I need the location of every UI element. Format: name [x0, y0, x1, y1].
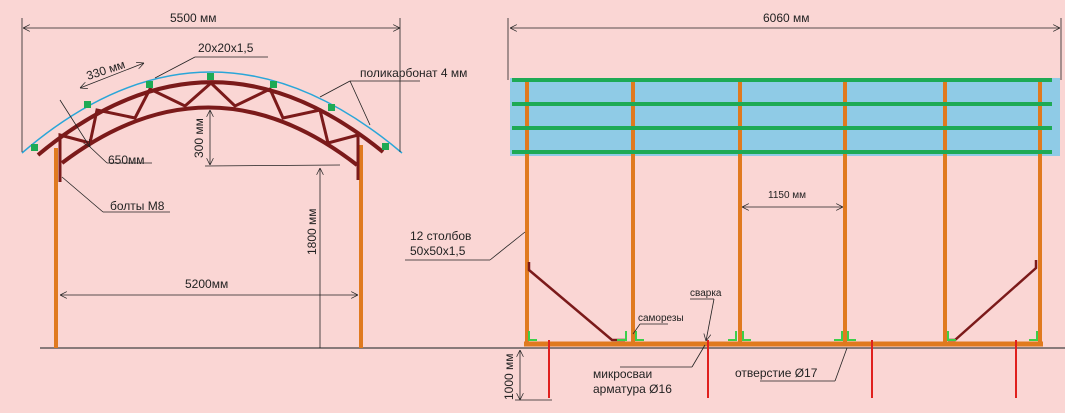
side-dimension-lines [21, 18, 420, 348]
front-posts [525, 78, 1042, 345]
brackets [528, 331, 1038, 341]
post-height-label: 1800 мм [305, 208, 319, 255]
strut-label: 650мм [108, 153, 145, 167]
pile-depth-label: 1000 мм [502, 353, 516, 400]
polycarbonate-label: поликарбонат 4 мм [360, 66, 467, 80]
screws-label: саморезы [638, 313, 684, 324]
welding-label: сварка [690, 288, 722, 299]
span-outer-label: 5500 мм [170, 11, 217, 25]
hole-label: отверстие Ø17 [735, 366, 818, 380]
profile-label: 20x20x1,5 [198, 41, 254, 55]
purlin-step-label: 330 мм [85, 57, 127, 83]
front-view: 6060 мм 1150 мм 12 столбов 50x50x1,5 сва… [405, 11, 1062, 401]
truss-inner-chord [60, 105, 359, 167]
polycarbonate-panel [510, 78, 1060, 156]
piles [548, 340, 1017, 398]
side-view: 5500 мм 20x20x1,5 330 мм поликарбонат 4 … [21, 11, 467, 348]
posts-count-label: 12 столбов [410, 229, 471, 243]
posts-profile-label: 50x50x1,5 [410, 244, 466, 258]
length-label: 6060 мм [763, 11, 810, 25]
braces [527, 260, 1038, 342]
piles-label: микросваи [593, 367, 652, 381]
front-dimension-lines [405, 18, 1062, 401]
rebar-label: арматура Ø16 [593, 382, 672, 396]
truss-web [58, 80, 360, 182]
front-purlins [512, 78, 1052, 154]
bolts-label: болты М8 [110, 199, 165, 213]
purlins [31, 73, 389, 151]
span-inner-label: 5200мм [185, 277, 228, 291]
polycarbonate-arc [21, 71, 403, 154]
post-step-label: 1150 мм [768, 190, 806, 201]
truss-height-label: 300 мм [192, 118, 206, 158]
